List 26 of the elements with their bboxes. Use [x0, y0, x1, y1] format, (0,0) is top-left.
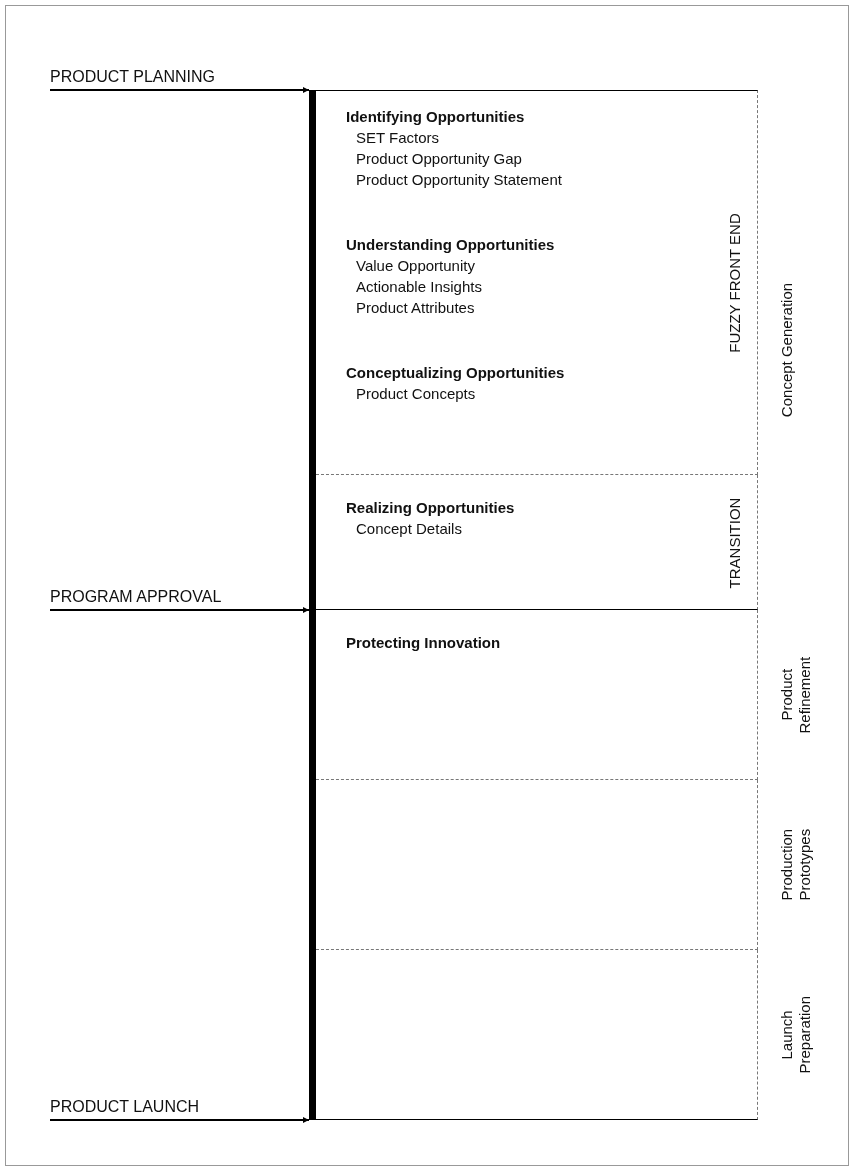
- section-item: Product Opportunity Statement: [355, 170, 563, 190]
- section-item: Product Concepts: [355, 384, 477, 404]
- section-heading: Protecting Innovation: [346, 633, 501, 653]
- stage-label: Production Prototypes: [778, 828, 814, 903]
- section-item: Concept Details: [355, 519, 463, 539]
- arrow: [49, 87, 310, 93]
- section-heading: Conceptualizing Opportunities: [346, 363, 565, 383]
- phase-label: FUZZY FRONT END: [726, 212, 744, 353]
- stage-label: Concept Generation: [778, 282, 796, 418]
- stage-label: Launch Preparation: [778, 995, 814, 1076]
- arrow: [49, 1117, 310, 1123]
- stage-label: Product Refinement: [778, 655, 814, 736]
- section-item: Actionable Insights: [355, 277, 483, 297]
- timeline-bar: [309, 90, 316, 1120]
- section-item: Product Attributes: [355, 298, 476, 318]
- section-item: Value Opportunity: [355, 256, 476, 276]
- arrow: [49, 607, 310, 613]
- section-heading: Identifying Opportunities: [346, 107, 526, 127]
- phase-label: TRANSITION: [726, 497, 744, 588]
- milestone-label: PRODUCT LAUNCH: [50, 1096, 300, 1120]
- section-heading: Realizing Opportunities: [346, 498, 515, 518]
- section-item: SET Factors: [355, 128, 441, 148]
- milestone-label: PROGRAM APPROVAL: [50, 586, 300, 610]
- section-heading: Understanding Opportunities: [346, 235, 556, 255]
- section-item: Product Opportunity Gap: [355, 149, 523, 169]
- milestone-label: PRODUCT PLANNING: [50, 66, 300, 90]
